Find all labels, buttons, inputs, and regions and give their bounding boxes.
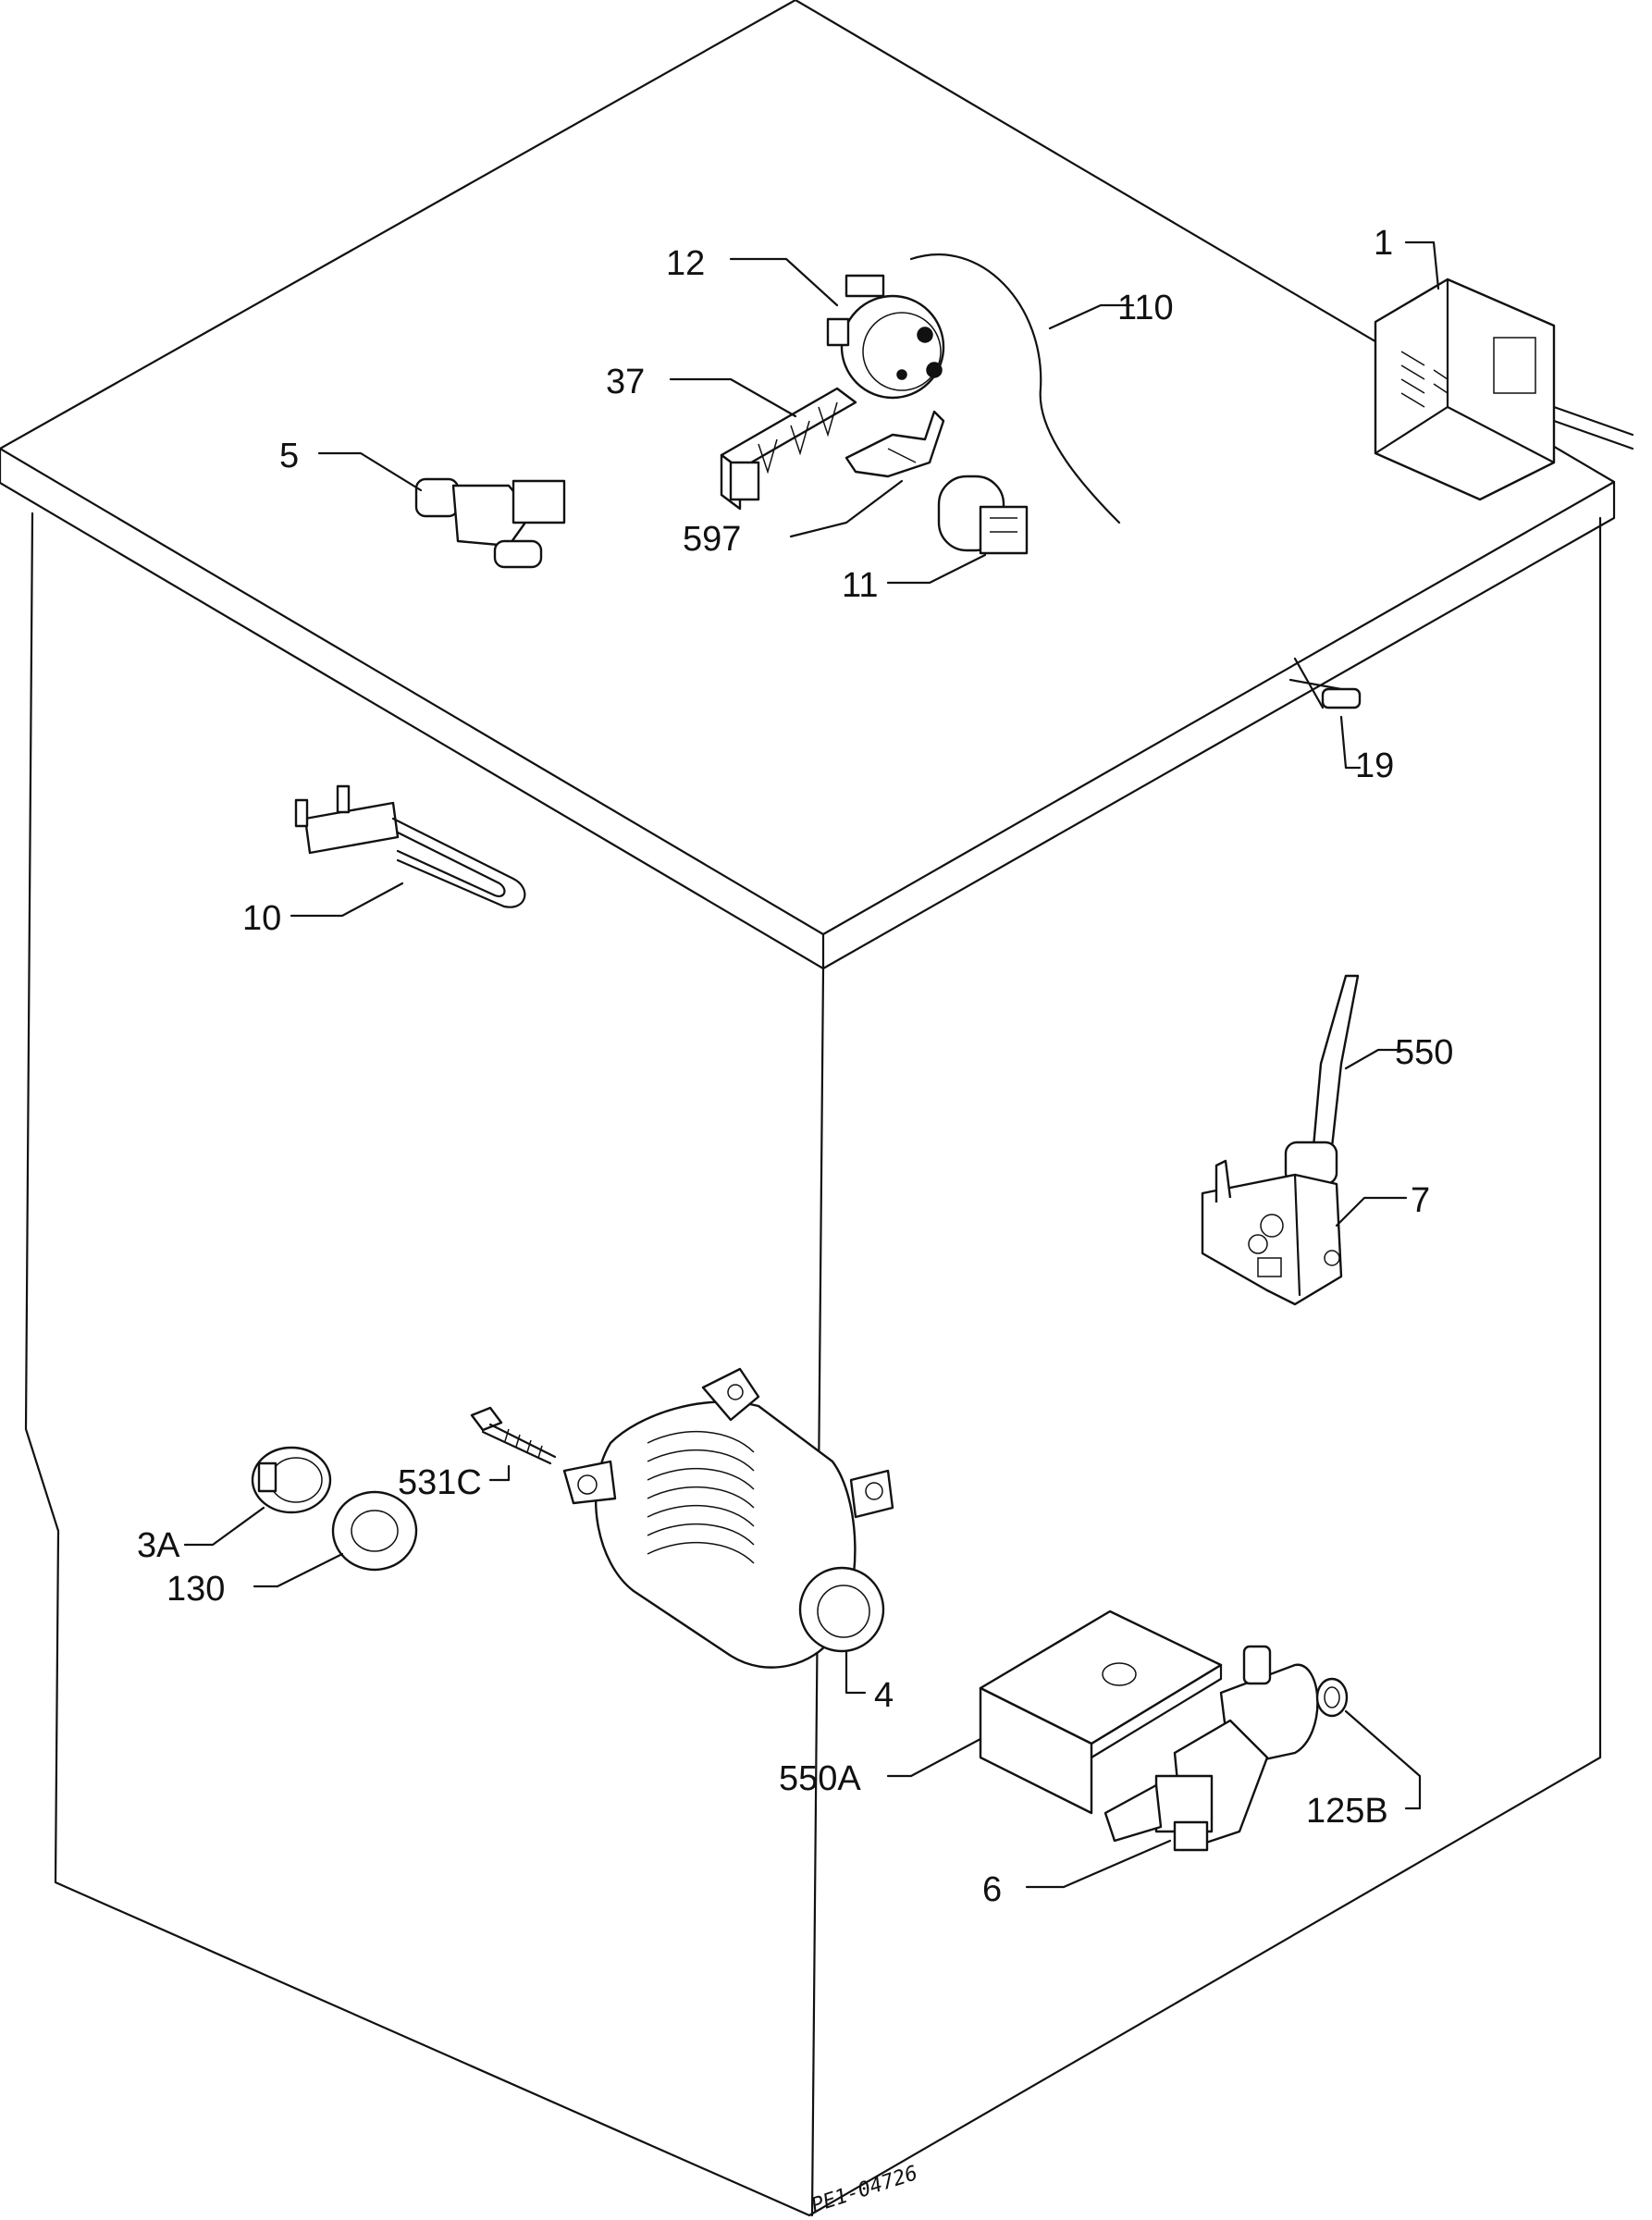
leader-597 (789, 479, 904, 538)
label-37: 37 (606, 363, 645, 401)
leader-37 (669, 377, 797, 418)
label-19: 19 (1355, 746, 1394, 785)
leader-5 (317, 451, 423, 492)
label-597: 597 (683, 520, 741, 559)
label-531c: 531C (398, 1463, 482, 1502)
part-11-capacitor[interactable] (937, 475, 1029, 555)
label-125b: 125B (1306, 1792, 1388, 1831)
part-550-lever[interactable] (1284, 974, 1360, 1186)
drawing-reference: PE1-04726 (808, 2162, 920, 2218)
part-37-terminal-block[interactable] (720, 387, 857, 511)
leader-10 (290, 882, 404, 918)
label-3a: 3A (137, 1526, 180, 1565)
label-110: 110 (1117, 289, 1174, 327)
leader-11 (886, 553, 987, 585)
leader-12 (729, 257, 839, 307)
part-3a-sensor[interactable] (251, 1446, 332, 1514)
part-1-program-selector[interactable] (1374, 278, 1634, 501)
label-6: 6 (982, 1870, 1002, 1909)
leader-6 (1025, 1839, 1172, 1889)
leader-4 (844, 1649, 867, 1695)
part-5-connector[interactable] (414, 477, 566, 569)
leader-125b (1344, 1709, 1422, 1810)
leader-130 (253, 1552, 344, 1588)
label-5: 5 (279, 437, 299, 475)
label-7: 7 (1411, 1181, 1430, 1220)
part-531c-screw[interactable] (470, 1406, 557, 1465)
part-6-valve-assembly[interactable] (1103, 1645, 1319, 1852)
part-12-pressure-switch[interactable] (826, 274, 945, 400)
leader-1 (1404, 240, 1440, 290)
label-12: 12 (666, 244, 705, 283)
label-550: 550 (1395, 1033, 1453, 1072)
label-11: 11 (842, 566, 878, 605)
label-4: 4 (874, 1676, 894, 1715)
leader-3a (183, 1506, 265, 1547)
label-10: 10 (242, 899, 281, 938)
part-7-door-interlock[interactable] (1201, 1159, 1343, 1306)
label-130: 130 (166, 1570, 225, 1609)
label-1: 1 (1374, 224, 1393, 263)
leader-110 (1048, 303, 1135, 330)
leader-19 (1339, 715, 1362, 770)
label-550a: 550A (779, 1759, 861, 1798)
part-19-clamp[interactable] (1288, 657, 1362, 709)
part-130-seal[interactable] (331, 1490, 418, 1572)
part-597-bracket[interactable] (844, 410, 945, 478)
cabinet-body (24, 512, 1602, 2217)
part-125b-o-ring[interactable] (1315, 1677, 1349, 1718)
part-550a-cover[interactable] (979, 1610, 1223, 1815)
cabinet-top-face (0, 0, 1616, 936)
leader-531c (488, 1464, 511, 1482)
leader-550a (886, 1737, 982, 1778)
cabinet-outline (0, 0, 1616, 2217)
part-110-hose[interactable] (909, 253, 1121, 524)
part-10-heating-element[interactable] (294, 784, 526, 908)
leader-7 (1335, 1196, 1408, 1227)
cabinet-top-edge (0, 447, 1616, 970)
part-4-pump-motor[interactable] (562, 1367, 894, 1669)
leader-550 (1344, 1048, 1408, 1070)
